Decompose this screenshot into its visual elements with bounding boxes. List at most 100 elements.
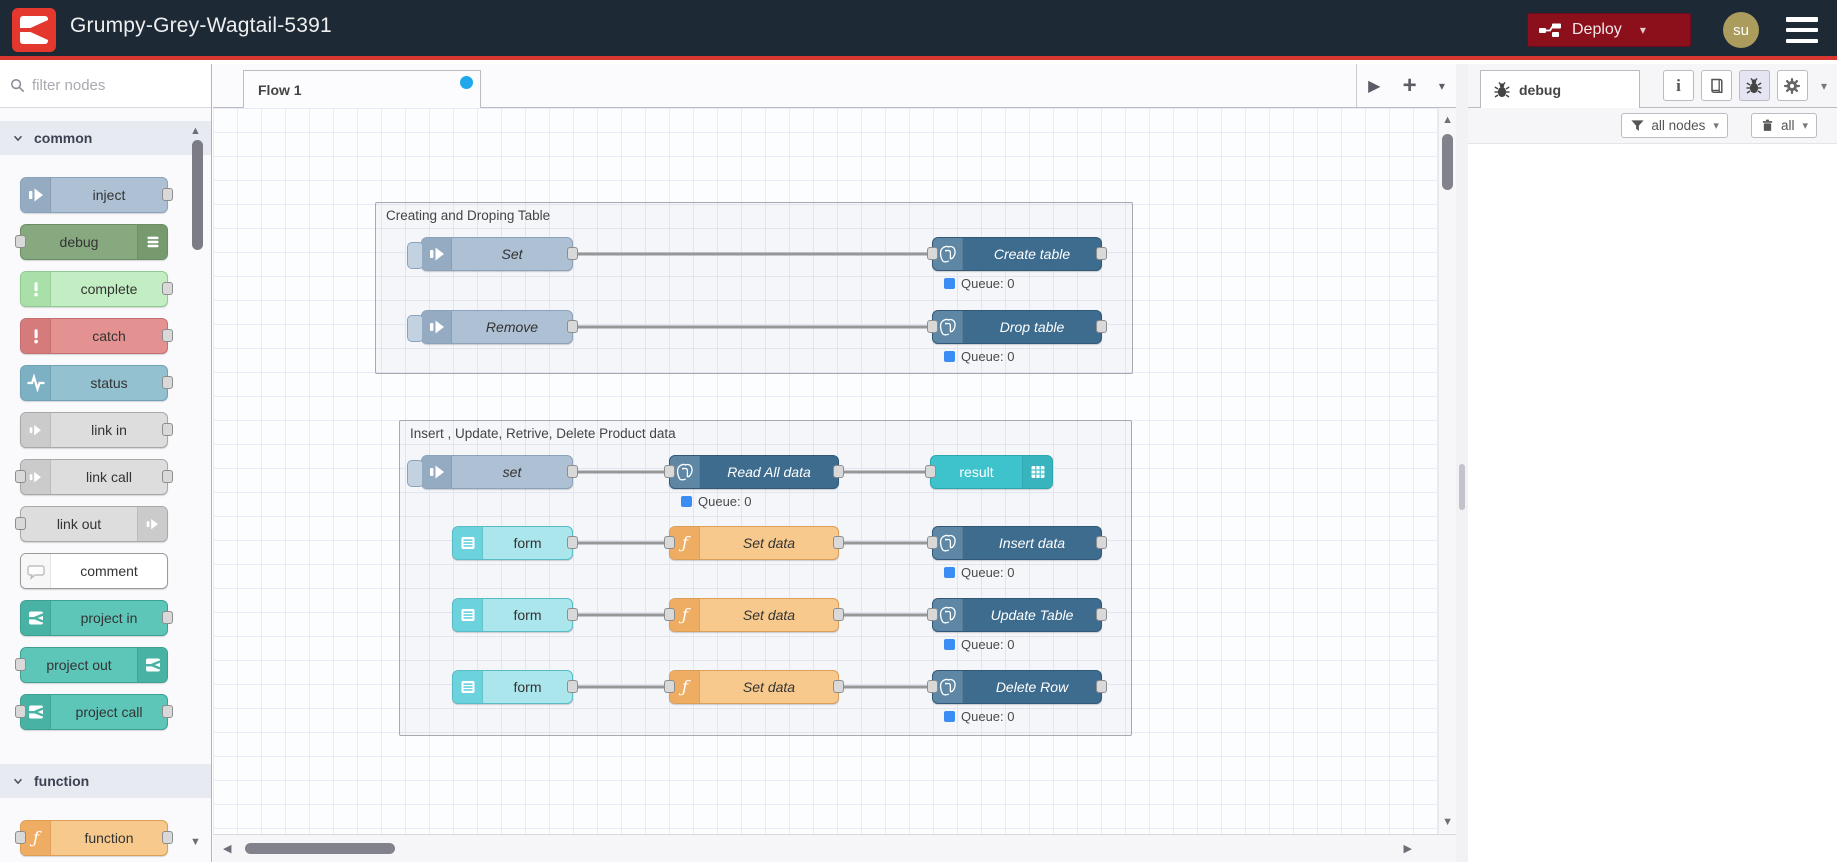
output-port[interactable] [162,705,173,718]
input-port[interactable] [925,465,936,478]
output-port[interactable] [833,465,844,478]
output-port[interactable] [567,608,578,621]
divider-grip[interactable] [1459,464,1465,510]
node-complete[interactable]: complete [20,271,173,307]
palette-scrollbar-thumb[interactable] [192,140,203,250]
node-form[interactable]: form [452,598,578,632]
tab-flow-1[interactable]: Flow 1 [243,70,481,108]
output-port[interactable] [162,329,173,342]
palette-scroll-up-icon[interactable]: ▲ [190,125,201,137]
palette-item-project-call[interactable]: project call [15,694,173,730]
output-port[interactable] [833,536,844,549]
debug-filter-button[interactable]: all nodes ▾ [1621,113,1728,138]
node-debug[interactable]: debug [15,224,168,260]
node-read-all-data[interactable]: Read All data [664,455,844,489]
node-red-logo-icon[interactable] [12,8,56,52]
palette-item-comment[interactable]: comment [20,553,168,589]
palette-item-debug[interactable]: debug [15,224,168,260]
input-port[interactable] [927,320,938,333]
palette-category-function[interactable]: function [0,764,211,798]
info-tab-button[interactable]: i [1662,70,1694,101]
node-create-table[interactable]: Create table [927,237,1107,271]
tab-scroll-right-icon[interactable]: ▶ [1368,77,1381,95]
input-port[interactable] [927,536,938,549]
deploy-caret-icon[interactable]: ▾ [1639,23,1646,37]
palette-item-inject[interactable]: inject [20,177,173,213]
sidebar-caret-icon[interactable]: ▾ [1820,78,1827,93]
canvas-horizontal-scrollbar[interactable]: ◀ ▶ [213,834,1456,862]
tab-debug[interactable]: debug [1480,70,1640,108]
node-comment[interactable]: comment [20,553,168,589]
canvas-scroll-down-icon[interactable]: ▼ [1442,816,1453,828]
output-port[interactable] [567,247,578,260]
node-remove[interactable]: Remove [407,310,578,344]
input-port[interactable] [927,608,938,621]
node-link-in[interactable]: link in [20,412,173,448]
input-port[interactable] [15,517,26,530]
palette-item-link-call[interactable]: link call [15,459,173,495]
node-link-out[interactable]: link out [15,506,168,542]
config-tab-button[interactable] [1776,70,1808,101]
output-port[interactable] [162,470,173,483]
node-result[interactable]: result [925,455,1053,489]
output-port[interactable] [1096,247,1107,260]
canvas-hscrollbar-thumb[interactable] [245,843,395,854]
output-port[interactable] [162,831,173,844]
output-port[interactable] [162,282,173,295]
output-port[interactable] [1096,680,1107,693]
input-port[interactable] [664,608,675,621]
output-port[interactable] [833,608,844,621]
debug-tab-button[interactable] [1738,70,1770,101]
input-port[interactable] [15,658,26,671]
output-port[interactable] [567,320,578,333]
debug-messages-panel[interactable] [1468,144,1837,862]
node-set[interactable]: set [407,455,578,489]
output-port[interactable] [162,611,173,624]
canvas-scroll-right-icon[interactable]: ▶ [1403,843,1412,855]
output-port[interactable] [162,423,173,436]
input-port[interactable] [927,680,938,693]
output-port[interactable] [567,680,578,693]
node-form[interactable]: form [452,670,578,704]
input-port[interactable] [927,247,938,260]
node-insert-data[interactable]: Insert data [927,526,1107,560]
palette-item-catch[interactable]: catch [20,318,173,354]
node-link-call[interactable]: link call [15,459,173,495]
canvas-vscrollbar-thumb[interactable] [1442,134,1453,190]
palette-item-link-out[interactable]: link out [15,506,168,542]
node-project-out[interactable]: project out [15,647,168,683]
canvas-scroll-up-icon[interactable]: ▲ [1442,114,1453,126]
output-port[interactable] [567,536,578,549]
help-tab-button[interactable] [1700,70,1732,101]
input-port[interactable] [664,536,675,549]
node-status[interactable]: status [20,365,173,401]
input-port[interactable] [15,470,26,483]
output-port[interactable] [567,465,578,478]
main-menu-button[interactable] [1786,17,1818,43]
canvas-vertical-scrollbar[interactable]: ▲ ▼ [1438,108,1456,834]
node-project-in[interactable]: project in [20,600,173,636]
sidebar-resize-divider[interactable] [1456,64,1468,862]
node-drop-table[interactable]: Drop table [927,310,1107,344]
input-port[interactable] [15,235,26,248]
flow-list-caret-icon[interactable]: ▾ [1438,78,1445,93]
canvas-scroll-left-icon[interactable]: ◀ [223,843,232,855]
palette-item-project-in[interactable]: project in [20,600,173,636]
palette-filter-input[interactable] [32,77,182,94]
input-port[interactable] [15,705,26,718]
palette-category-common[interactable]: common [0,121,211,155]
output-port[interactable] [162,376,173,389]
output-port[interactable] [1096,536,1107,549]
debug-clear-button[interactable]: all ▾ [1750,113,1817,138]
node-form[interactable]: form [452,526,578,560]
user-avatar[interactable]: su [1723,12,1759,48]
palette-item-status[interactable]: status [20,365,173,401]
palette-scroll-down-icon[interactable]: ▼ [190,836,201,848]
output-port[interactable] [162,188,173,201]
